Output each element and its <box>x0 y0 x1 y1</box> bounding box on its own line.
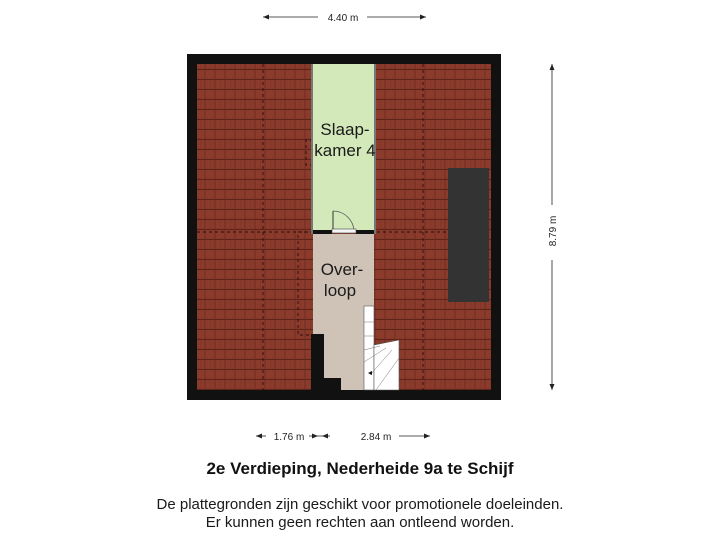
bedroom-label-line1: Slaap- <box>320 120 369 139</box>
disclaimer-line-1: De plattegronden zijn geschikt voor prom… <box>156 496 564 513</box>
dimension-bottom-left-label: 1.76 m <box>274 432 305 443</box>
landing-label-line1: Over- <box>321 260 364 279</box>
dimension-right-label: 8.79 m <box>548 216 559 247</box>
dimension-bottom: 1.76 m 2.84 m <box>256 432 430 443</box>
dimension-right: 8.79 m <box>548 64 559 390</box>
dimension-top-label: 4.40 m <box>328 13 359 24</box>
floor-title: 2e Verdieping, Nederheide 9a te Schijf <box>206 459 514 478</box>
interior-wall <box>311 64 376 234</box>
dimension-top: 4.40 m <box>263 13 426 24</box>
bedroom-floor <box>313 64 374 232</box>
door <box>331 210 357 234</box>
stair-direction-arrow <box>368 371 372 375</box>
disclaimer-line-2: Er kunnen geen rechten aan ontleend word… <box>205 514 515 531</box>
dimension-bottom-right-label: 2.84 m <box>361 432 392 443</box>
bedroom-label-line2: kamer 4 <box>314 141 375 160</box>
roof-slope-lines <box>197 64 491 390</box>
stairwell <box>311 305 400 391</box>
skylight <box>448 168 489 302</box>
landing-label-line2: loop <box>324 281 356 300</box>
